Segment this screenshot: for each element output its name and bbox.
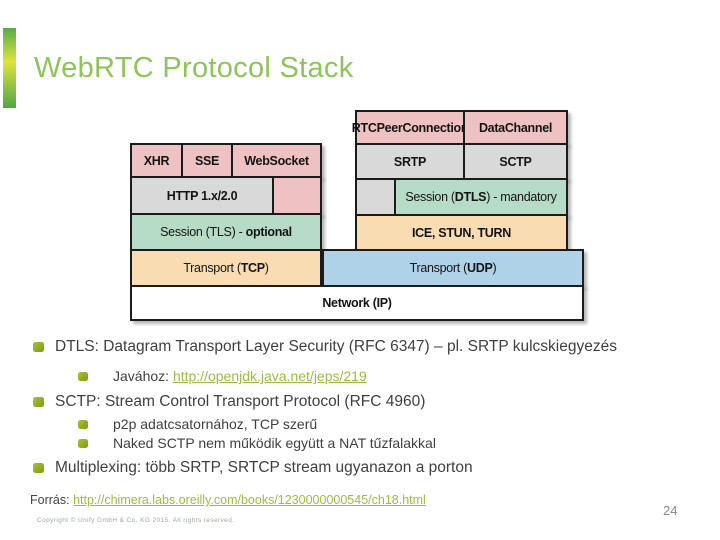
box-rtcpeerconnection: RTCPeerConnection: [352, 110, 469, 145]
box-websocket: WebSocket: [231, 143, 322, 178]
box-session-tls: Session (TLS) - optional: [130, 213, 322, 251]
copyright-text: Copyright © Unify GmbH & Co. KG 2015. Al…: [37, 517, 235, 524]
list-item: Multiplexing: több SRTP, SRTCP stream ug…: [30, 459, 695, 477]
bullet-text: Multiplexing: több SRTP, SRTCP stream ug…: [55, 459, 473, 476]
box-sse: SSE: [181, 143, 233, 178]
bullet-text: SCTP: Stream Control Transport Protocol …: [55, 393, 426, 410]
source-label: Forrás:: [30, 493, 70, 507]
bullet-text: Javához: http://openjdk.java.net/jeps/21…: [113, 368, 367, 384]
box-srtp: SRTP: [355, 143, 465, 180]
box-session-dtls: Session (DTLS) - mandatory: [394, 178, 568, 216]
list-item: Javához: http://openjdk.java.net/jeps/21…: [78, 368, 695, 384]
bullet-text: Naked SCTP nem működik együtt a NAT tűzf…: [113, 435, 436, 451]
bullet-text: DTLS: Datagram Transport Layer Security …: [55, 338, 617, 355]
list-item: Naked SCTP nem működik együtt a NAT tűzf…: [78, 435, 695, 451]
bullet-icon: [33, 397, 44, 407]
box-transport-tcp: Transport (TCP): [130, 249, 322, 287]
list-item: SCTP: Stream Control Transport Protocol …: [30, 393, 695, 411]
bullet-list: DTLS: Datagram Transport Layer Security …: [30, 338, 695, 477]
page-title: WebRTC Protocol Stack: [34, 52, 354, 84]
list-item: p2p adatcsatornához, TCP szerű: [78, 416, 695, 432]
title-accent-bar: [3, 28, 16, 108]
box-datachannel: DataChannel: [463, 110, 568, 145]
source-link[interactable]: http://chimera.labs.oreilly.com/books/12…: [73, 493, 426, 507]
box-network-ip: Network (IP): [130, 285, 584, 321]
box-xhr: XHR: [130, 143, 183, 178]
page-number: 24: [663, 503, 678, 518]
bullet-text: p2p adatcsatornához, TCP szerű: [113, 416, 318, 432]
box-sctp: SCTP: [463, 143, 568, 180]
source-line: Forrás: http://chimera.labs.oreilly.com/…: [30, 493, 426, 507]
bullet-icon: [78, 420, 88, 429]
list-item: DTLS: Datagram Transport Layer Security …: [30, 338, 695, 356]
box-ice-stun-turn: ICE, STUN, TURN: [355, 214, 568, 251]
box-http: HTTP 1.x/2.0: [130, 176, 274, 215]
bullet-icon: [33, 463, 44, 473]
bullet-icon: [78, 439, 88, 448]
box-transport-udp: Transport (UDP): [322, 249, 584, 287]
openjdk-link[interactable]: http://openjdk.java.net/jeps/219: [172, 368, 367, 384]
box-gray-filler: [355, 178, 396, 216]
box-pink-filler: [272, 176, 322, 215]
bullet-icon: [33, 342, 44, 352]
bullet-icon: [78, 372, 88, 381]
